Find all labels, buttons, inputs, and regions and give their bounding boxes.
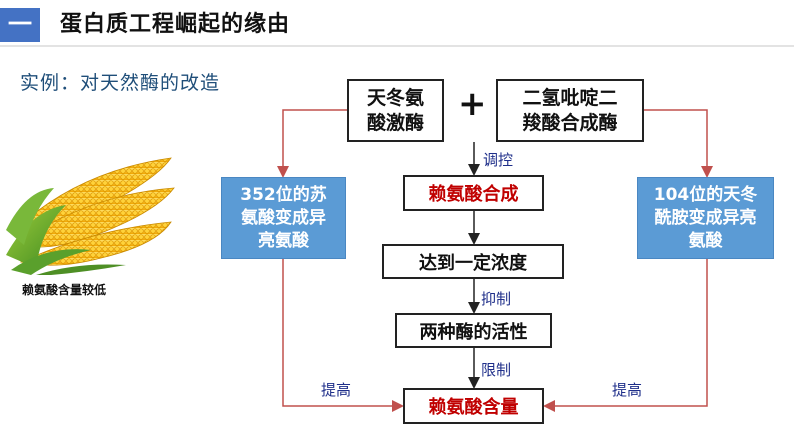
asparagine-mutation-line-1: 104位的天冬 [653,184,758,205]
right-route-to-content [543,259,708,412]
header-bar [0,0,794,50]
lysine-content-box: 赖氨酸含量 [403,388,544,424]
asparagine-mutation-line-2: 酰胺变成异亮 [654,207,757,228]
asparagine-mutation-line-3: 氨酸 [688,230,723,251]
plus-sign: + [458,84,487,124]
header-divider [0,45,794,47]
enzyme-activity-box: 两种酶的活性 [395,313,552,348]
reach-concentration-box: 达到一定浓度 [382,244,564,279]
aspartokinase-line-1: 天冬氨 [366,86,424,109]
example-label: 实例：对天然酶的改造 [20,72,221,94]
dhdps-line-2: 羧酸合成酶 [522,111,618,134]
lysine-synthesis-box: 赖氨酸合成 [403,175,544,211]
regulate-label: 调控 [483,151,514,169]
left-route-to-content [282,259,404,412]
threonine-mutation-line-1: 352位的苏 [240,184,327,205]
raise-label-right: 提高 [612,381,643,399]
raise-label-left: 提高 [321,381,352,399]
right-route-to-mutation [644,109,713,178]
page-title: 蛋白质工程崛起的缘由 [60,12,291,37]
dihydrodipicolinate-synthase-box: 二氢吡啶二 羧酸合成酶 [496,79,644,142]
threonine-mutation-box: 352位的苏 氨酸变成异 亮氨酸 [221,177,346,259]
asparagine-mutation-box: 104位的天冬 酰胺变成异亮 氨酸 [637,177,774,259]
limit-label: 限制 [481,361,512,379]
aspartokinase-box: 天冬氨 酸激酶 [347,79,444,142]
dhdps-line-1: 二氢吡啶二 [522,86,618,109]
threonine-mutation-line-3: 亮氨酸 [258,230,309,251]
corn-caption: 赖氨酸含量较低 [22,283,107,297]
threonine-mutation-line-2: 氨酸变成异 [241,207,326,228]
corn-husks [6,188,126,275]
inhibit-label: 抑制 [481,290,512,308]
corn-cob-middle [15,187,175,248]
section-badge: 一 [0,8,40,42]
corn-image [6,157,175,275]
left-route-to-mutation [277,109,347,178]
aspartokinase-line-2: 酸激酶 [366,111,424,134]
